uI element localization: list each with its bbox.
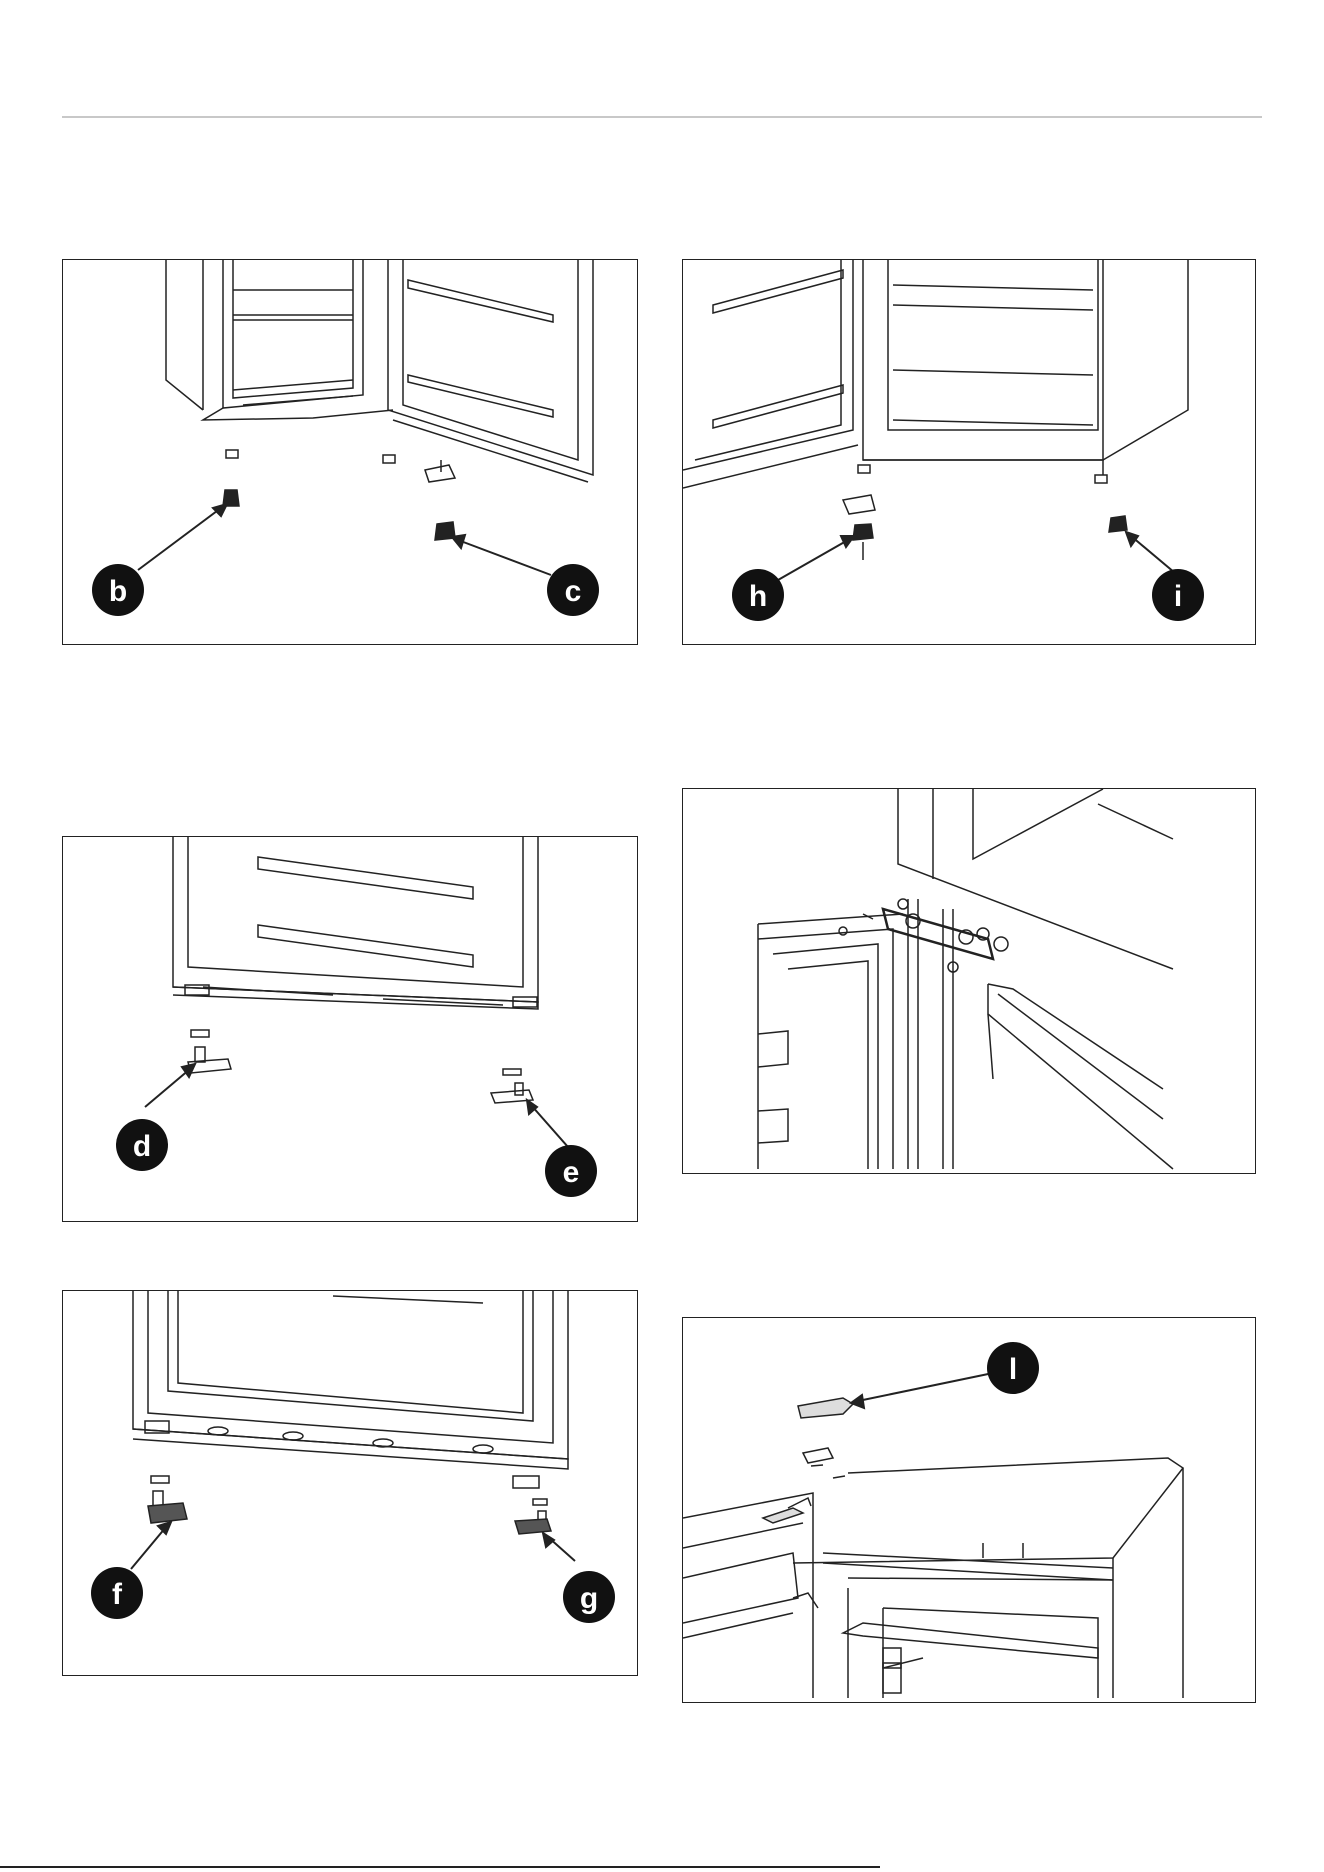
door-bottom-hinge-reversed-illustration: f g [63,1291,638,1676]
footer-rule [0,1866,880,1868]
callout-h-label: h [749,580,767,613]
callout-c-label: c [565,575,582,608]
callout-l-label: l [1009,1353,1017,1386]
fridge-door-open-bottom-illustration: b c [63,260,638,645]
callout-i: i [1152,569,1204,621]
callout-l: l [987,1342,1039,1394]
callout-c: c [547,564,599,616]
figure-panel-b-c: b c [62,259,638,645]
callout-b-label: b [109,575,127,608]
door-bottom-hinge-illustration: d e [63,837,638,1222]
callout-f-label: f [112,1578,123,1611]
figure-panel-f-g: f g [62,1290,638,1676]
top-hinge-detail-illustration [683,789,1256,1174]
callout-e: e [545,1145,597,1197]
callout-i-label: i [1174,580,1182,613]
callout-g-label: g [580,1582,598,1615]
figure-panel-hinge-detail [682,788,1256,1174]
figure-panel-l: l [682,1317,1256,1703]
figure-panel-d-e: d e [62,836,638,1222]
callout-h: h [732,569,784,621]
callout-d-label: d [133,1130,151,1163]
header-rule [62,116,1262,118]
figure-panel-h-i: h i [682,259,1256,645]
callout-d: d [116,1119,168,1171]
callout-b: b [92,564,144,616]
callout-e-label: e [563,1156,580,1189]
callout-g: g [563,1571,615,1623]
fridge-door-open-reversed-illustration: h i [683,260,1256,645]
top-hinge-cover-illustration: l [683,1318,1256,1703]
callout-f: f [91,1567,143,1619]
